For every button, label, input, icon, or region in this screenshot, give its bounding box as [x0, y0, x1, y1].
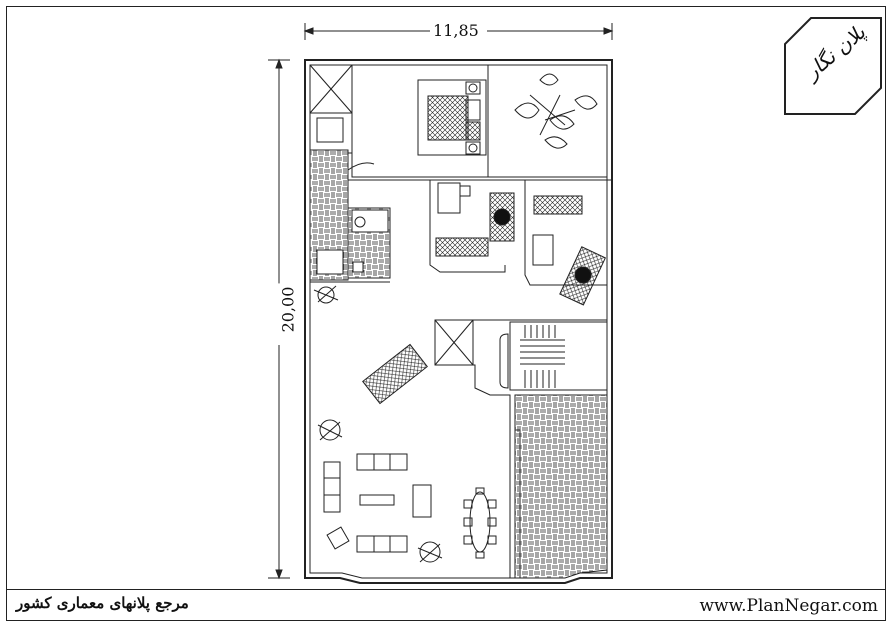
- garden-plants: [487, 64, 608, 178]
- bedroom-3: [524, 180, 607, 306]
- bedroom-2: [429, 180, 515, 273]
- width-dimension: [303, 23, 614, 40]
- living-room-furniture: [323, 343, 497, 559]
- website-link[interactable]: www.PlanNegar.com: [699, 596, 879, 616]
- light-well-top: [309, 64, 353, 114]
- bathroom-area: [309, 112, 612, 281]
- master-bedroom: [351, 64, 489, 178]
- staircase: [499, 321, 608, 391]
- footer-tagline: مرجع پلانهای معماری کشور: [16, 594, 189, 612]
- height-dimension: [268, 58, 290, 580]
- height-dimension-label: 20,00: [278, 283, 298, 336]
- corridor-walls: [310, 281, 607, 578]
- indoor-plants: [313, 285, 443, 563]
- width-dimension-label: 11,85: [430, 21, 482, 40]
- drawing-frame: [6, 6, 886, 621]
- logo-badge: [784, 17, 882, 115]
- kitchen-area: [514, 394, 608, 579]
- footer-divider: [6, 589, 886, 590]
